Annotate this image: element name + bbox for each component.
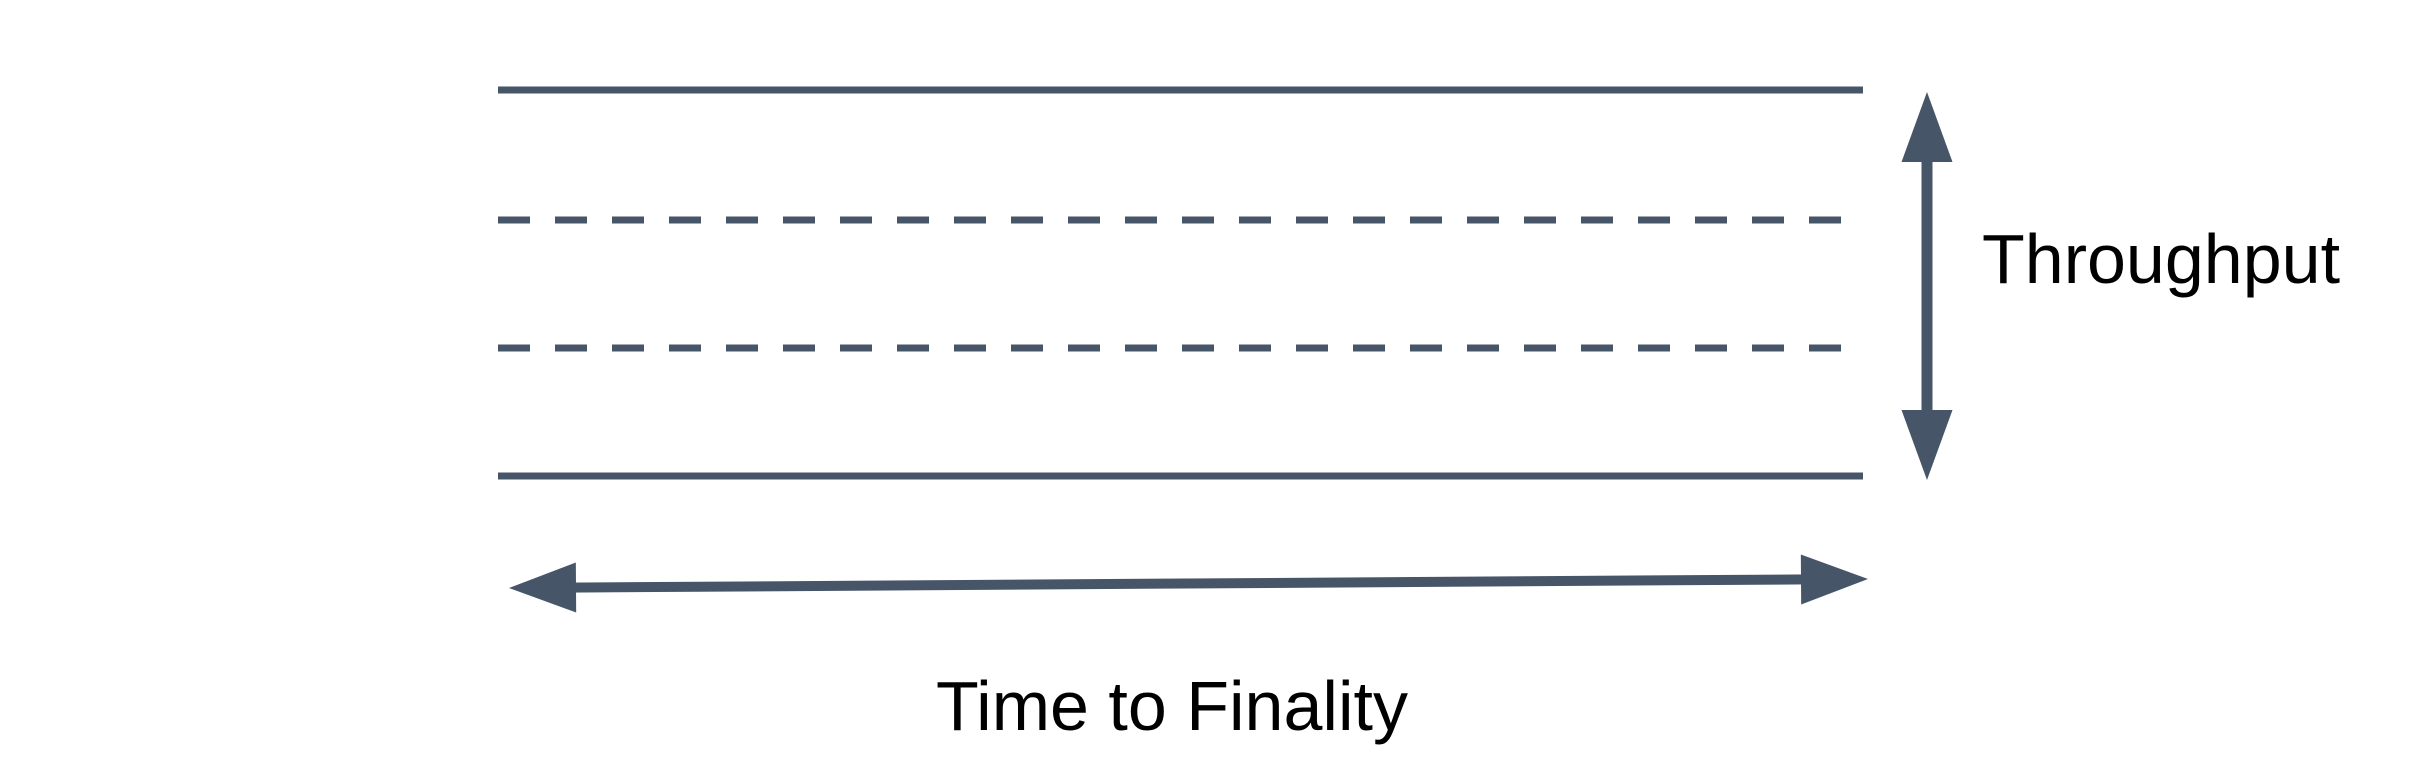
throughput-arrow-head-start [1901,92,1953,162]
time-to-finality-label: Time to Finality [936,667,1408,745]
throughput-label: Throughput [1982,220,2340,298]
boundary-lines-group [498,86,1863,480]
measure-arrows-group [509,92,1953,613]
throughput-arrow [1901,92,1953,480]
time-arrow-head-end [1800,554,1868,605]
throughput-arrow-head-end [1901,410,1953,480]
time-arrow [509,554,1868,613]
time-arrow-shaft [565,574,1812,593]
time-arrow-head-start [509,562,577,613]
